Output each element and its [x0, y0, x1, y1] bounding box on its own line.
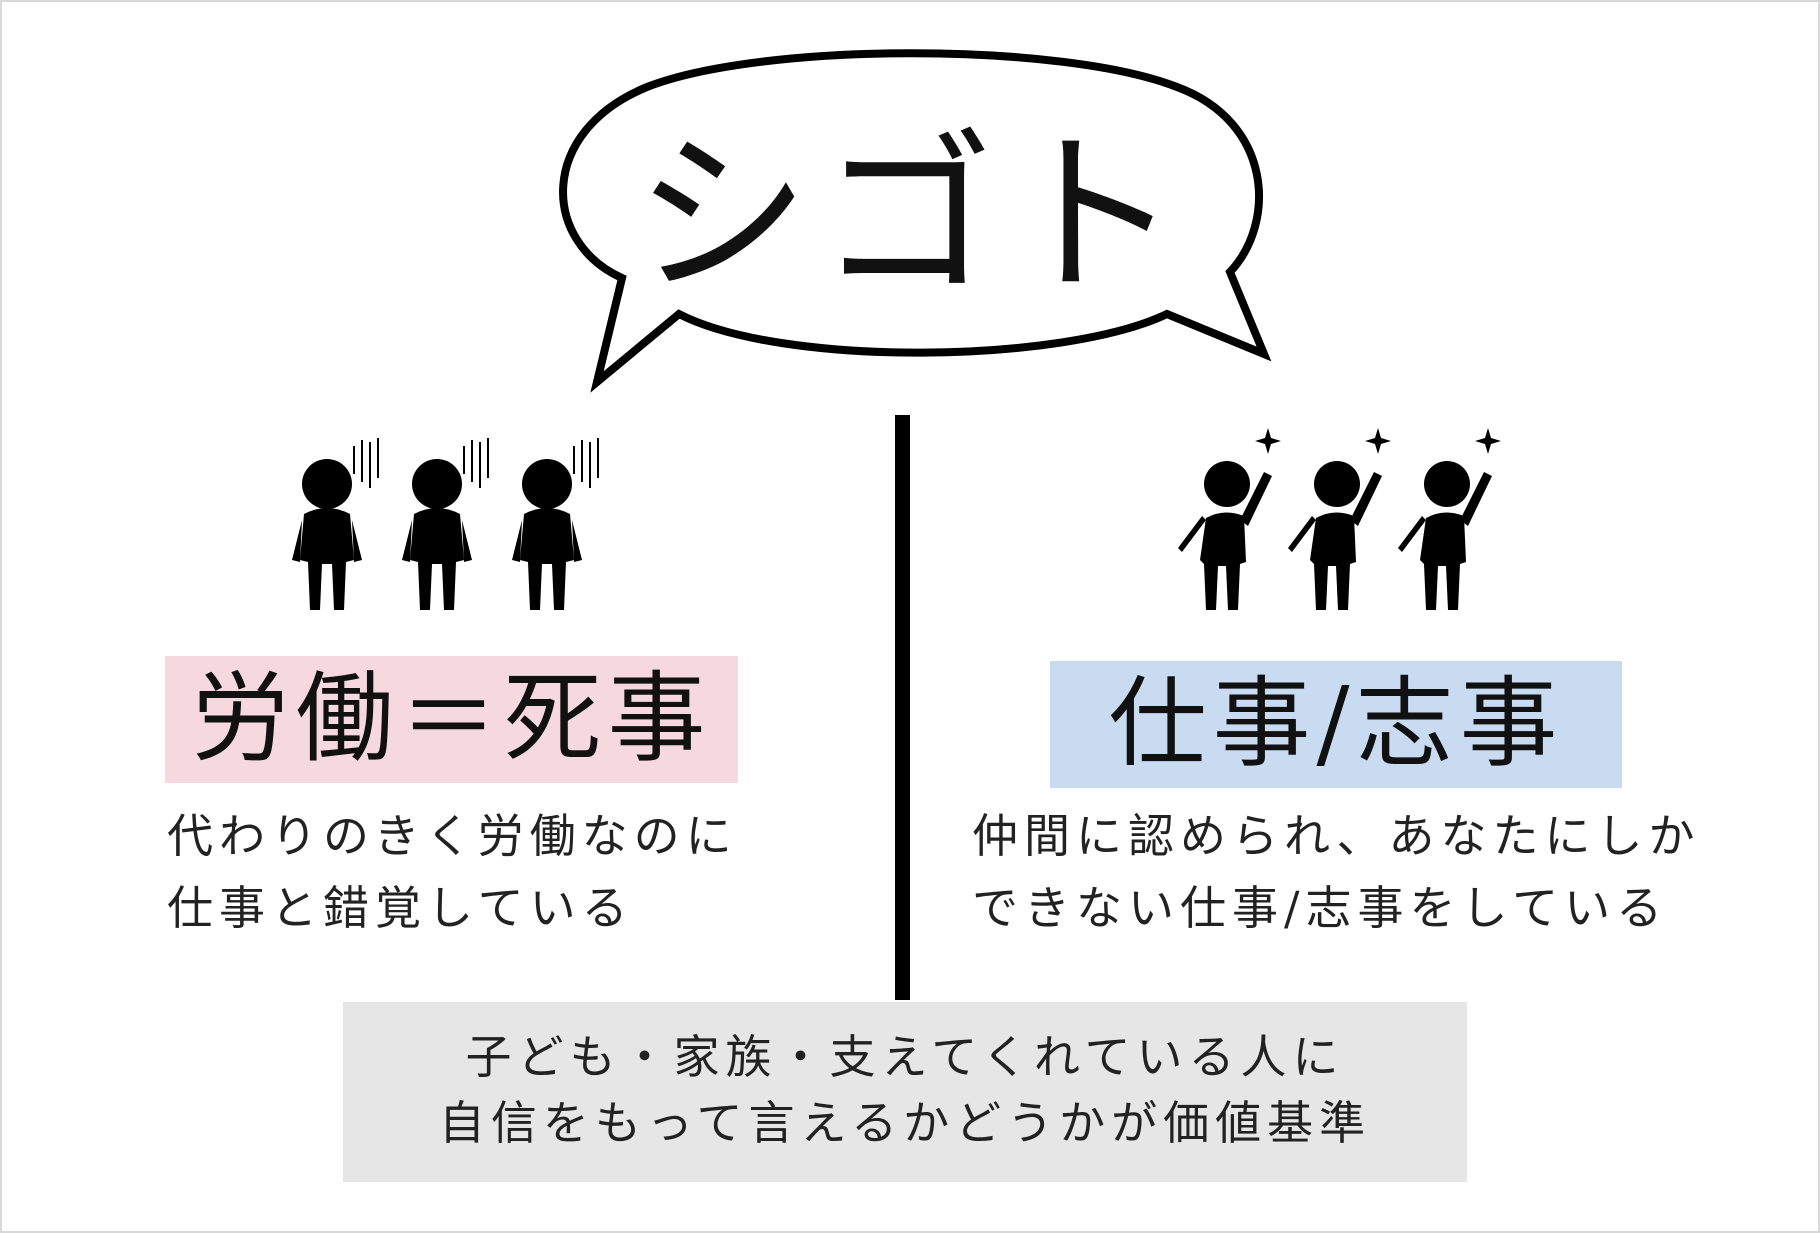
cheering-person-icon [1178, 428, 1281, 610]
cheering-people-group [1172, 428, 1512, 612]
labor-description-line: 代わりのきく労働なのに [167, 809, 738, 863]
cheering-person-icon [1398, 428, 1501, 610]
gloomy-people-group [282, 432, 642, 612]
speech-bubble-outline [559, 49, 1272, 393]
cheering-person-icon [1288, 428, 1391, 610]
speech-bubble [559, 49, 1272, 393]
gloomy-person-icon [511, 437, 599, 611]
gloomy-person-icon [401, 437, 489, 611]
criterion-line: 子ども・家族・支えてくれている人に [465, 1030, 1345, 1084]
work-heading: 仕事/志事 [1050, 661, 1622, 788]
work-description-line: 仲間に認められ、あなたにしか [972, 809, 1701, 863]
criterion-line: 自信をもって言えるかどうかが価値基準 [438, 1096, 1372, 1150]
labor-heading: 労働＝死事 [165, 656, 738, 783]
gloomy-person-icon [291, 437, 379, 611]
center-divider [895, 415, 910, 1000]
labor-description: 代わりのきく労働なのに 仕事と錯覚している [167, 800, 738, 944]
work-description-line: できない仕事/志事をしている [972, 881, 1669, 935]
bubble-title: シゴト [634, 115, 1190, 318]
value-criterion-box: 子ども・家族・支えてくれている人に 自信をもって言えるかどうかが価値基準 [343, 1002, 1467, 1182]
labor-description-line: 仕事と錯覚している [167, 881, 634, 935]
work-description: 仲間に認められ、あなたにしか できない仕事/志事をしている [972, 800, 1700, 944]
